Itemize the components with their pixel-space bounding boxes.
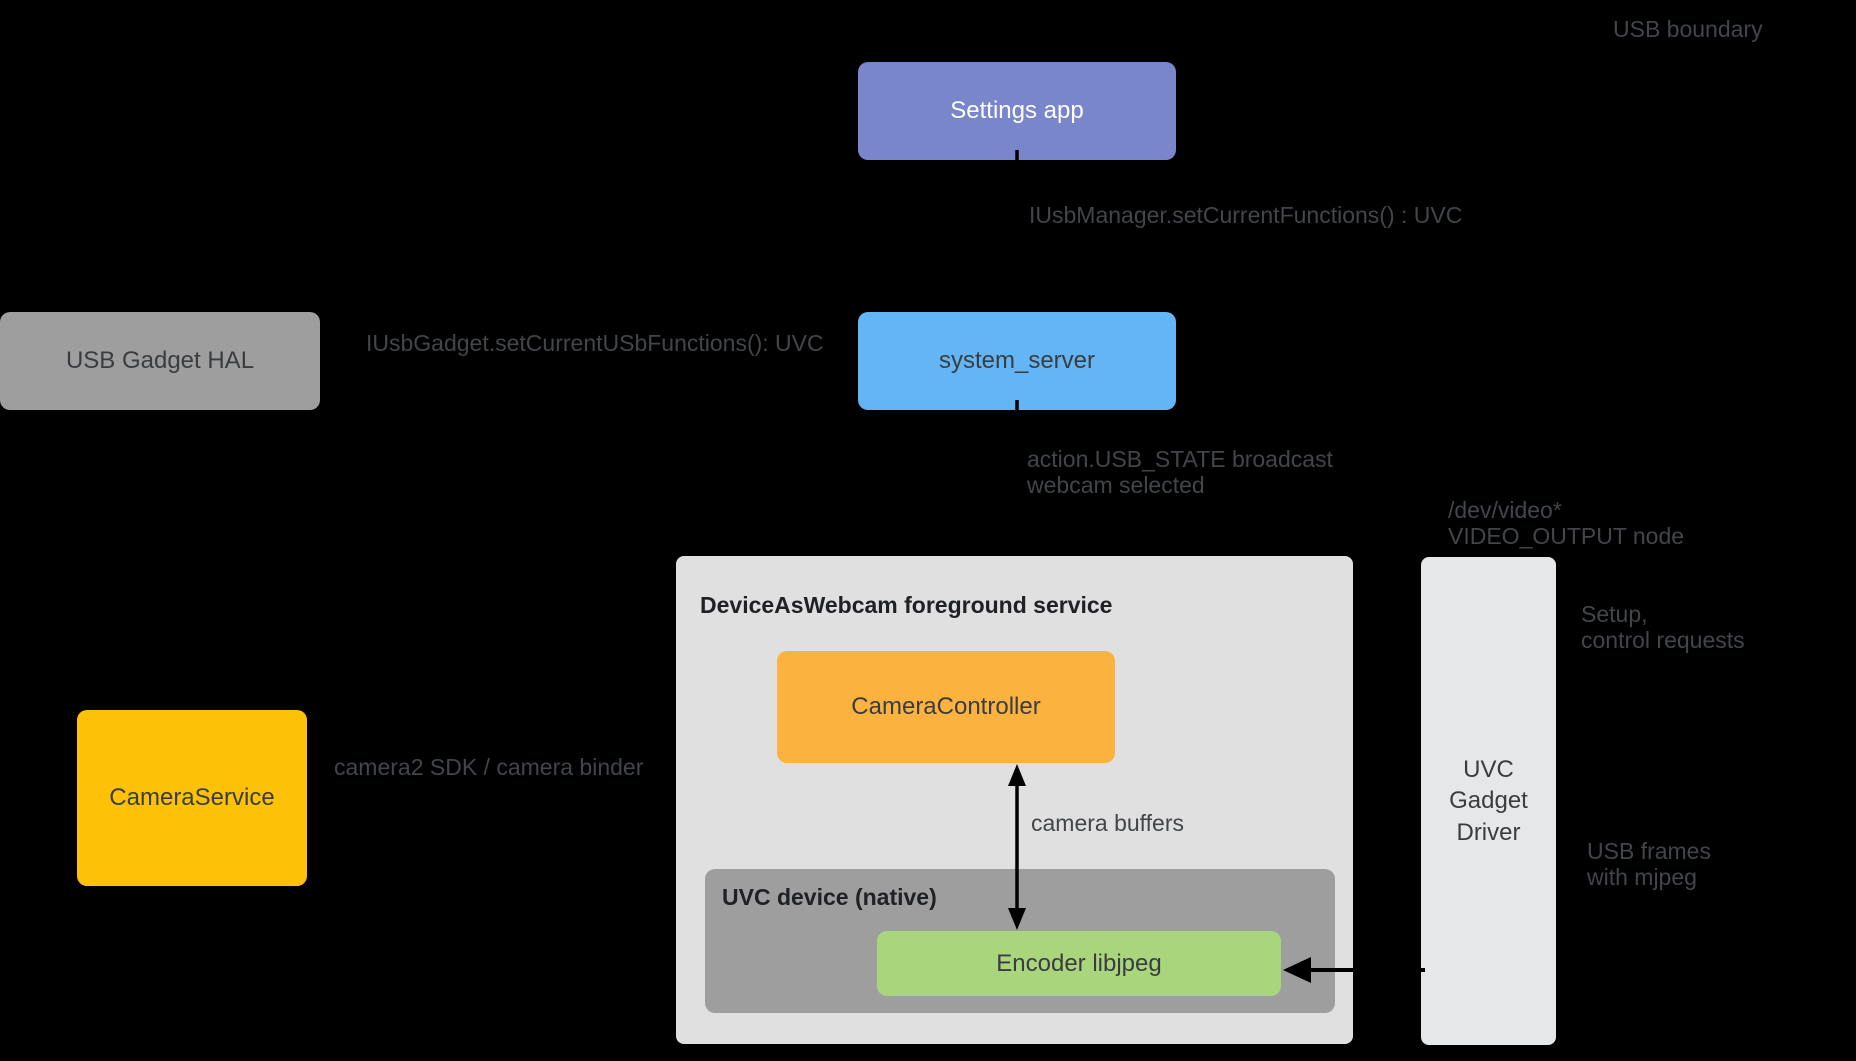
usb-state-broadcast-label: action.USB_STATE broadcast webcam select… — [1027, 446, 1333, 499]
setup-control-requests-label: Setup, control requests — [1581, 601, 1745, 654]
camera-controller-node: CameraController — [777, 651, 1115, 763]
arrow-settings-to-system-server — [1008, 150, 1026, 306]
usb-boundary-label: USB boundary — [1613, 16, 1763, 42]
system-server-node: system_server — [858, 312, 1176, 410]
encoder-libjpeg-label: Encoder libjpeg — [996, 949, 1162, 977]
usb-gadget-hal-node: USB Gadget HAL — [0, 312, 320, 410]
system-server-label: system_server — [938, 347, 1096, 375]
camera-buffers-label: camera buffers — [1031, 810, 1184, 836]
arrow-system-server-to-service — [1008, 400, 1026, 552]
device-as-webcam-service-title: DeviceAsWebcam foreground service — [700, 592, 1113, 618]
settings-app-label: Settings app — [950, 97, 1084, 125]
iusbmanager-call-label: IUsbManager.setCurrentFunctions() : UVC — [1029, 202, 1463, 228]
encoder-libjpeg-node: Encoder libjpeg — [877, 931, 1281, 996]
camera-service-label: CameraService — [109, 784, 275, 812]
settings-app-node: Settings app — [858, 62, 1176, 160]
camera-controller-label: CameraController — [851, 693, 1041, 721]
iusbgadget-call-label: IUsbGadget.setCurrentUSbFunctions(): UVC — [366, 330, 824, 356]
dev-video-node-label: /dev/video* VIDEO_OUTPUT node — [1448, 497, 1685, 550]
camera2-sdk-label: camera2 SDK / camera binder — [334, 754, 644, 780]
uvc-gadget-driver-label: UVC Gadget Driver — [1449, 756, 1528, 846]
usb-gadget-hal-label: USB Gadget HAL — [65, 347, 255, 375]
camera-service-node: CameraService — [77, 710, 307, 886]
usb-frames-mjpeg-label: USB frames with mjpeg — [1587, 838, 1711, 891]
uvc-gadget-driver-node: UVC Gadget Driver — [1421, 557, 1556, 1045]
uvc-device-native-title: UVC device (native) — [722, 884, 937, 910]
